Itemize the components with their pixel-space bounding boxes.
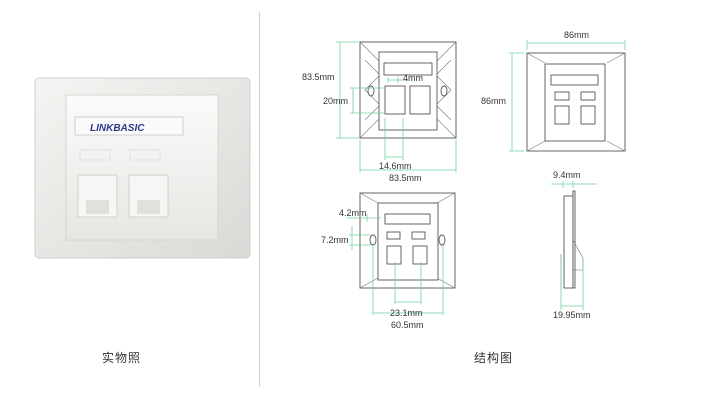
computer-icon [79, 149, 111, 161]
drawing-line [384, 85, 406, 115]
drawing-line [554, 91, 570, 101]
product-photo: LINKBASIC [34, 77, 251, 259]
back-view-drawing: 83.5mm 20mm 4mm 14.6mm 83.5mm [302, 41, 457, 183]
drawing-line [572, 190, 576, 289]
drawing-line [438, 234, 446, 246]
dimension-line [551, 181, 597, 310]
drawing-line [383, 62, 433, 76]
side-view-drawing: 9.4mm 19.95mm [551, 170, 597, 320]
back-width-label: 83.5mm [389, 173, 422, 183]
dimension-line [509, 40, 626, 152]
drawing-line [580, 91, 596, 101]
drawing-line [526, 52, 626, 152]
drawing-line [359, 41, 457, 139]
drawings-caption: 结构图 [474, 351, 514, 365]
drawing-line [440, 85, 448, 97]
total-depth-label: 19.95mm [553, 310, 591, 320]
drawing-line [86, 200, 109, 214]
divider [259, 12, 260, 387]
hole-height-label: 7.2mm [321, 235, 349, 245]
drawing-line [367, 85, 375, 97]
back-height-label: 83.5mm [302, 72, 335, 82]
drawing-line [409, 85, 431, 115]
brand-logo: LINKBASIC [90, 123, 145, 134]
drawing-line [554, 105, 570, 125]
drawing-line [137, 200, 160, 214]
drawing-line [384, 213, 431, 225]
front-holes-drawing: 4.2mm 7.2mm 23.1mm 60.5mm [321, 192, 456, 330]
port-height-label: 20mm [323, 96, 348, 106]
drawing-line [550, 74, 599, 86]
drawing-line [386, 245, 402, 265]
drawing-line [563, 195, 574, 289]
label-offset-label: 4.2mm [339, 208, 367, 218]
port-gap-label: 4mm [403, 73, 423, 83]
port-left [77, 174, 118, 218]
hole-spacing-label: 60.5mm [391, 320, 424, 330]
drawing-line [580, 105, 596, 125]
drawing-line [359, 192, 456, 289]
drawing-line [412, 245, 428, 265]
drawing-line [386, 231, 401, 240]
port-pitch-label: 23.1mm [390, 308, 423, 318]
label-window [74, 116, 184, 136]
front-height-label: 86mm [481, 96, 506, 106]
drawing-line [411, 231, 426, 240]
dimension-line [336, 41, 457, 173]
drawing-line [369, 234, 377, 246]
phone-icon [129, 149, 161, 161]
dimension-line [347, 214, 444, 315]
front-width-label: 86mm [564, 30, 589, 40]
front-view-drawing: 86mm 86mm [481, 30, 626, 152]
front-depth-label: 9.4mm [553, 170, 581, 180]
photo-caption: 实物照 [102, 351, 142, 365]
port-width-label: 14.6mm [379, 161, 412, 171]
